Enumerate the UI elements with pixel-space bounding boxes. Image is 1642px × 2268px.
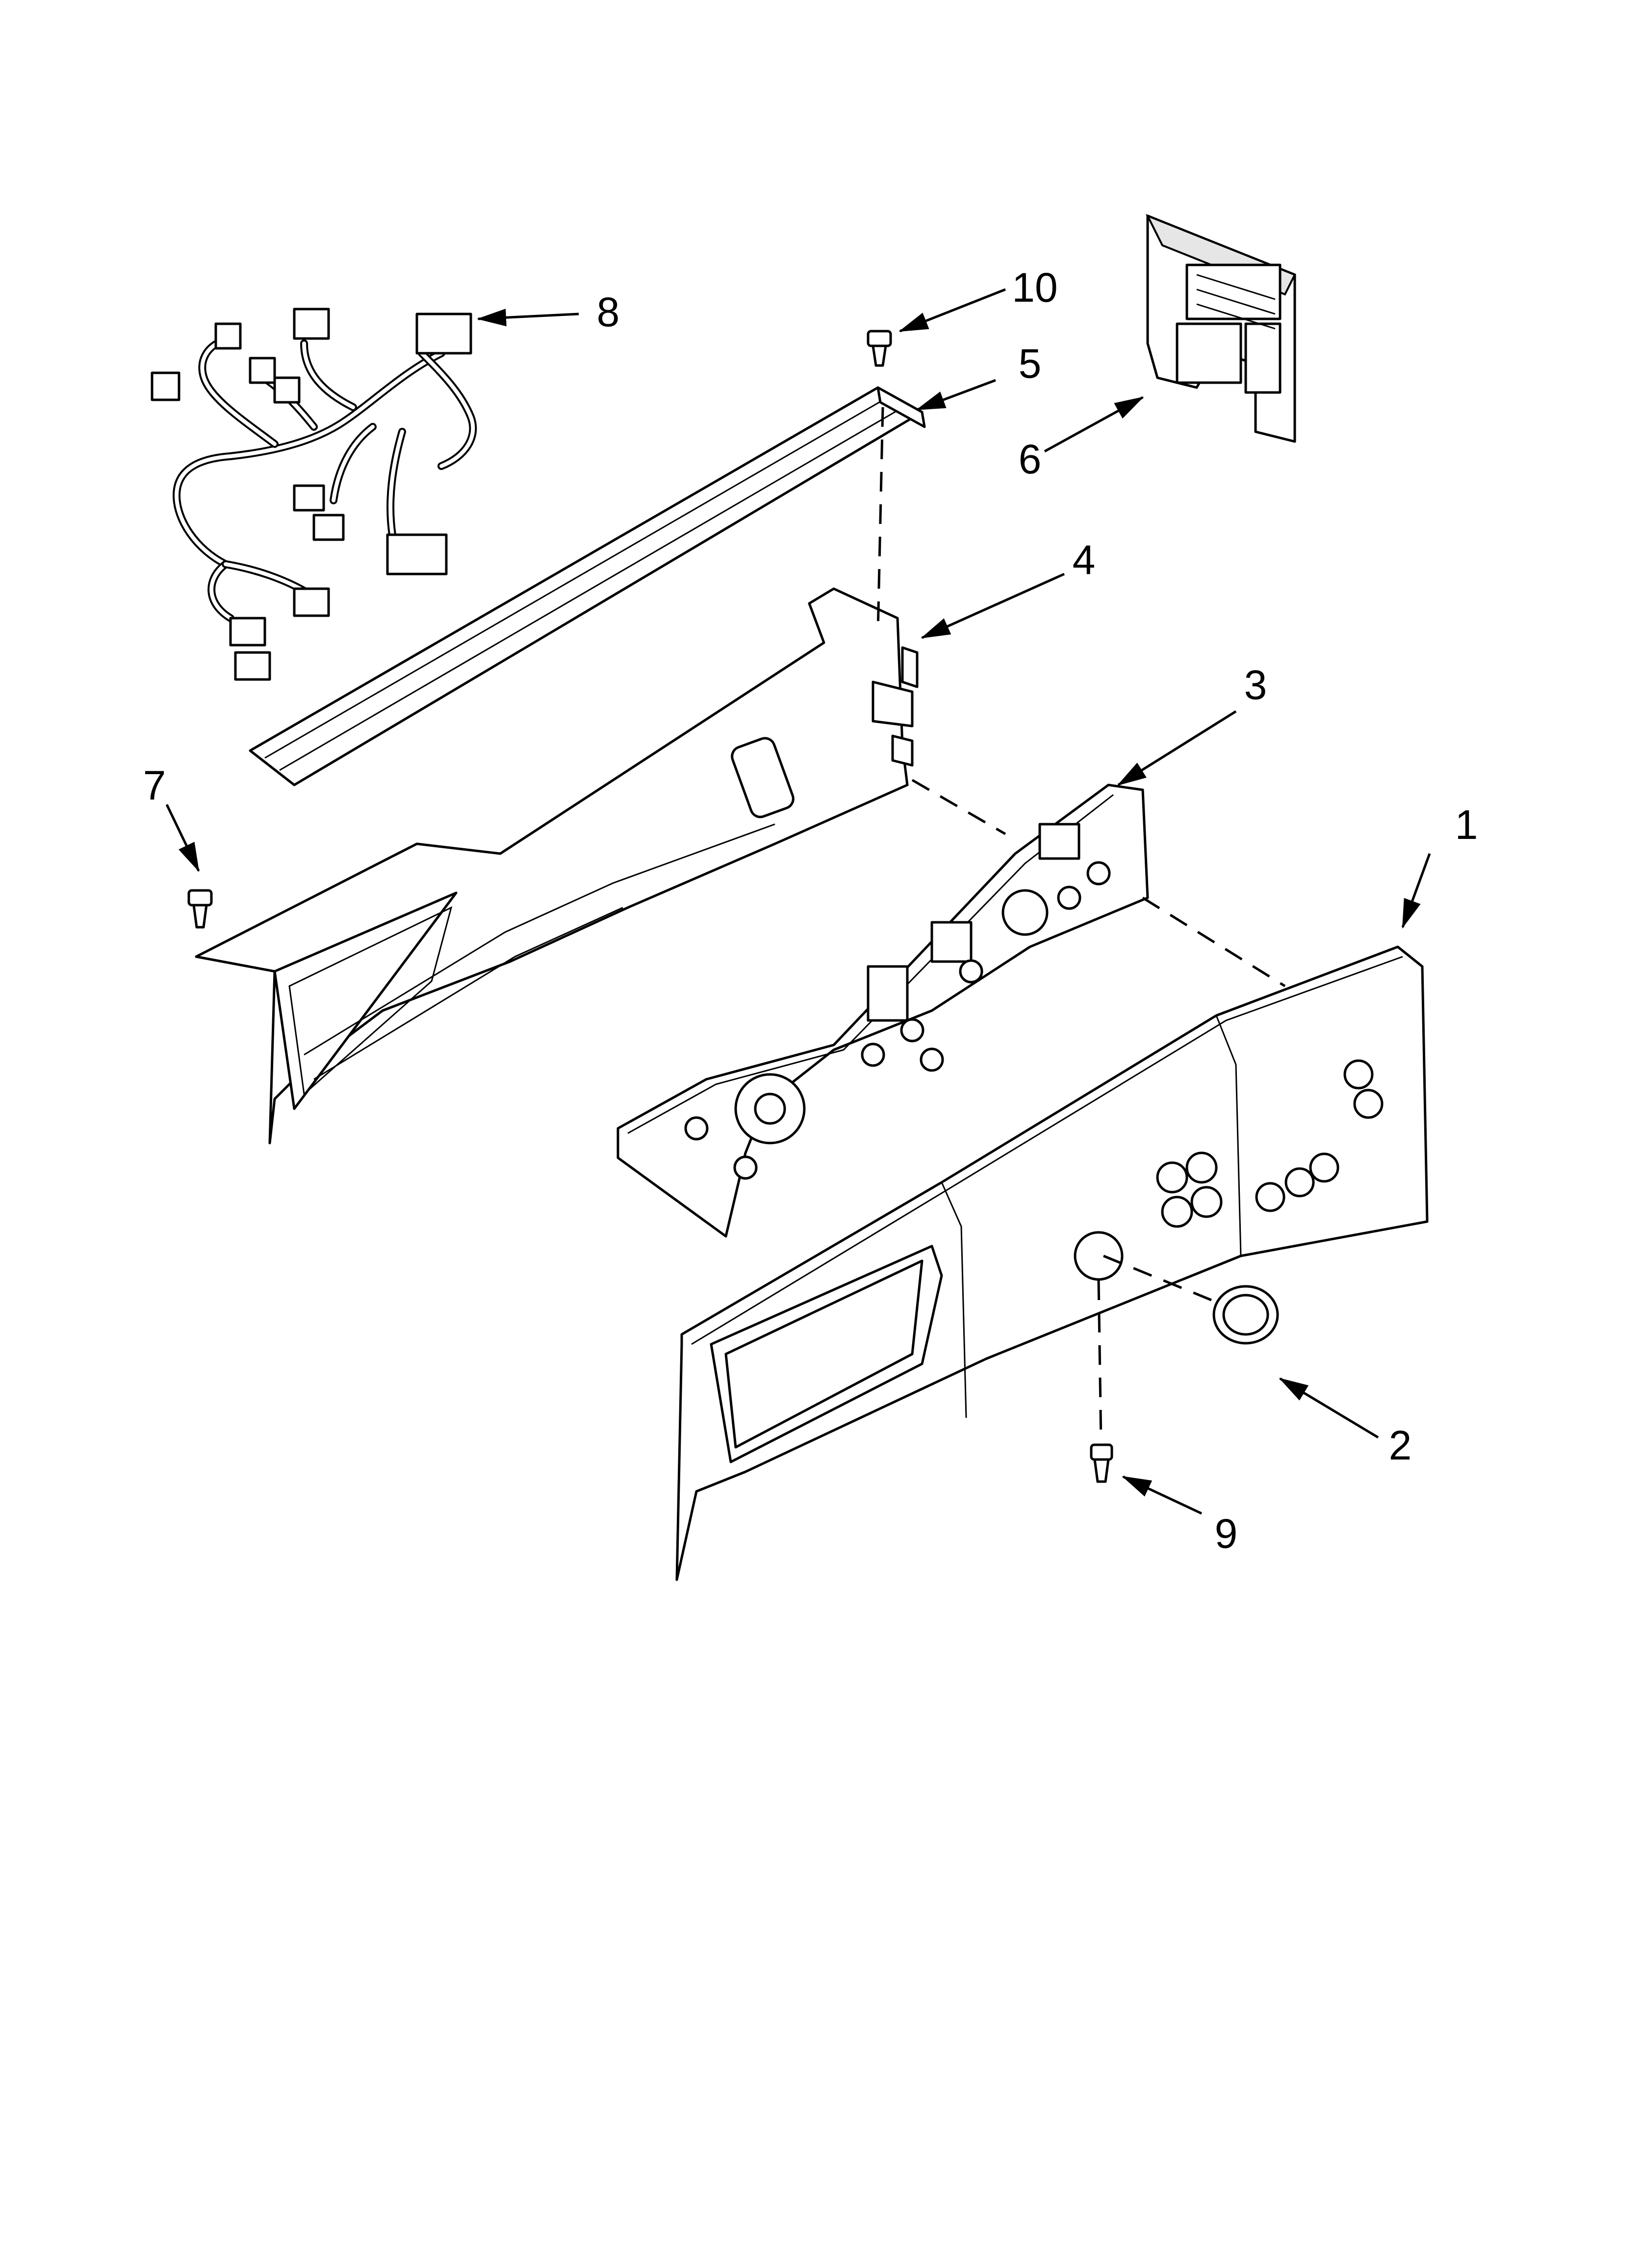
- alignment-line: [1103, 1254, 1212, 1302]
- callout-6: 6: [1019, 436, 1042, 482]
- screw-9: [1090, 1443, 1113, 1483]
- callout-3: 3: [1244, 662, 1267, 708]
- callout-7: 7: [143, 762, 166, 808]
- harness-connector-large: [386, 533, 448, 575]
- alignment-line: [1097, 1280, 1103, 1443]
- control-module: [1145, 214, 1296, 443]
- leader-5: [916, 379, 996, 411]
- callout-9: 9: [1215, 1511, 1238, 1557]
- harness-connector: [214, 322, 242, 350]
- screw-10: [867, 330, 892, 367]
- callout-4: 4: [1073, 537, 1096, 583]
- leader-9: [1122, 1475, 1203, 1515]
- leader-4: [921, 573, 1065, 639]
- alignment-line: [876, 407, 884, 633]
- knob: [1212, 1285, 1279, 1345]
- harness-connector: [293, 308, 330, 340]
- leader-2: [1279, 1377, 1379, 1439]
- leader-10: [898, 288, 1006, 333]
- harness-connector: [234, 651, 271, 681]
- harness-connector: [293, 484, 325, 512]
- harness-connector: [273, 376, 301, 404]
- leader-6: [1044, 396, 1144, 453]
- control-bracket: [195, 587, 919, 1145]
- callout-5: 5: [1019, 340, 1042, 387]
- alignment-line: [911, 779, 1006, 835]
- bracket-handle-slot: [731, 737, 795, 818]
- harness-connector: [312, 514, 345, 541]
- callout-8: 8: [597, 289, 620, 335]
- harness-connector: [229, 617, 266, 647]
- harness-connector-main: [415, 313, 472, 355]
- harness-connector: [249, 357, 276, 384]
- control-board: [616, 783, 1149, 1238]
- leader-7: [165, 804, 200, 872]
- leader-8: [477, 309, 579, 327]
- leader-3: [1117, 710, 1237, 786]
- harness-connector: [151, 371, 180, 401]
- callout-10: 10: [1012, 264, 1057, 311]
- control-board-knob-mount: [1001, 889, 1049, 936]
- console-panel: [675, 945, 1429, 1581]
- harness-connector: [293, 587, 330, 617]
- screw-7: [187, 889, 213, 929]
- wire-harness: [151, 308, 477, 681]
- callout-1: 1: [1455, 802, 1478, 848]
- alignment-line: [1142, 896, 1286, 988]
- console-knob-opening: [1074, 1231, 1124, 1281]
- leader-1: [1401, 853, 1431, 929]
- mounting-rail: [249, 386, 926, 786]
- callout-2: 2: [1389, 1422, 1412, 1468]
